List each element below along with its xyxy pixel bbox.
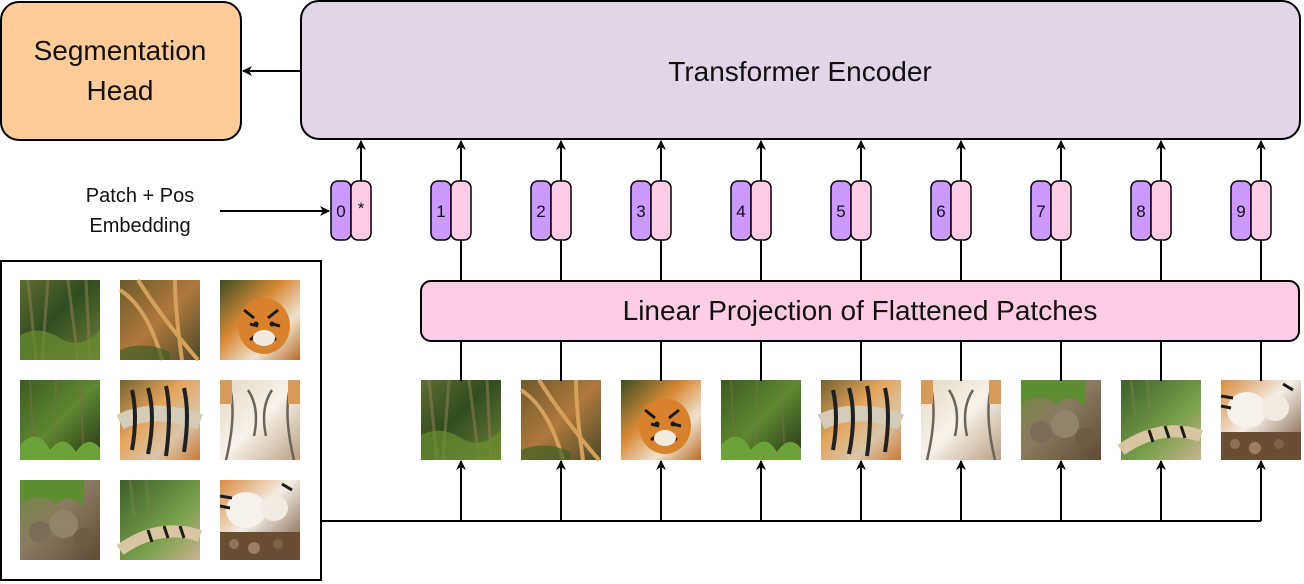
embedding-token-pair: 8: [1130, 180, 1172, 241]
embedding-token-pair: 4: [730, 180, 772, 241]
token-index-label: 1: [436, 202, 445, 221]
embedding-token-pair: 6: [930, 180, 972, 241]
embedding-token-pair: 2: [530, 180, 572, 241]
embedding-label-line1: Patch + Pos: [86, 185, 194, 207]
patch-embedding-token: [1050, 180, 1072, 241]
flattened-patch-3: [619, 378, 703, 462]
patch-embedding-token: [1250, 180, 1272, 241]
token-index-label: 5: [836, 202, 845, 221]
token-index-label: 3: [636, 202, 645, 221]
patch-embedding-token: [850, 180, 872, 241]
patch-embedding-token: [1150, 180, 1172, 241]
patch-embedding-token: [650, 180, 672, 241]
segmentation-head-box: Segmentation Head: [0, 1, 242, 141]
embedding-token-pair: 7: [1030, 180, 1072, 241]
token-index-label: 9: [1236, 202, 1245, 221]
token-index-label: 0: [336, 202, 345, 221]
segmentation-head-label-line2: Head: [87, 75, 154, 106]
patch-embedding-token: [550, 180, 572, 241]
token-index-label: 4: [736, 202, 745, 221]
linear-projection-label: Linear Projection of Flattened Patches: [623, 295, 1098, 326]
class-token-mark: *: [358, 199, 365, 218]
grid-patch-1: [18, 278, 102, 362]
embedding-token-pair: 9: [1230, 180, 1272, 241]
grid-patch-9: [218, 478, 302, 562]
grid-patch-4: [19, 379, 101, 461]
flattened-patch-6: [919, 378, 1003, 462]
transformer-encoder-box: Transformer Encoder: [300, 0, 1301, 140]
token-index-label: 7: [1036, 202, 1045, 221]
embedding-token-pair: 0*: [330, 180, 372, 241]
grid-patch-2: [118, 278, 202, 362]
flattened-patch-7: [1021, 380, 1101, 460]
grid-patch-7: [20, 480, 100, 560]
flattened-patch-row: [419, 378, 1303, 462]
linear-projection-box: Linear Projection of Flattened Patches: [420, 280, 1300, 342]
flattened-patch-1: [419, 378, 503, 462]
grid-patch-3: [218, 278, 302, 362]
embedding-label: Patch + Pos Embedding: [86, 185, 194, 237]
embedding-token-pair: 1: [430, 180, 472, 241]
token-index-label: 2: [536, 202, 545, 221]
patch-embedding-token: [750, 180, 772, 241]
patch-embedding-token: [950, 180, 972, 241]
segmentation-head-label-line1: Segmentation: [34, 35, 207, 66]
flattened-patch-9: [1219, 378, 1303, 462]
image-grid: [18, 278, 302, 562]
grid-patch-5: [120, 380, 200, 460]
patch-embedding-token: [450, 180, 472, 241]
flattened-patch-4: [720, 379, 802, 461]
embedding-label-line2: Embedding: [89, 215, 190, 237]
flattened-patch-2: [519, 378, 603, 462]
token-index-label: 6: [936, 202, 945, 221]
embedding-token-pair: 5: [830, 180, 872, 241]
connectors: [321, 140, 1266, 522]
embedding-token-pair: 3: [630, 180, 672, 241]
token-index-label: 8: [1136, 202, 1145, 221]
grid-patch-6: [218, 378, 302, 462]
segmentation-head-shape: [0, 1, 242, 141]
flattened-patch-5: [821, 380, 901, 460]
transformer-encoder-label: Transformer Encoder: [668, 56, 932, 87]
grid-patch-8: [120, 480, 200, 560]
flattened-patch-8: [1121, 380, 1201, 460]
